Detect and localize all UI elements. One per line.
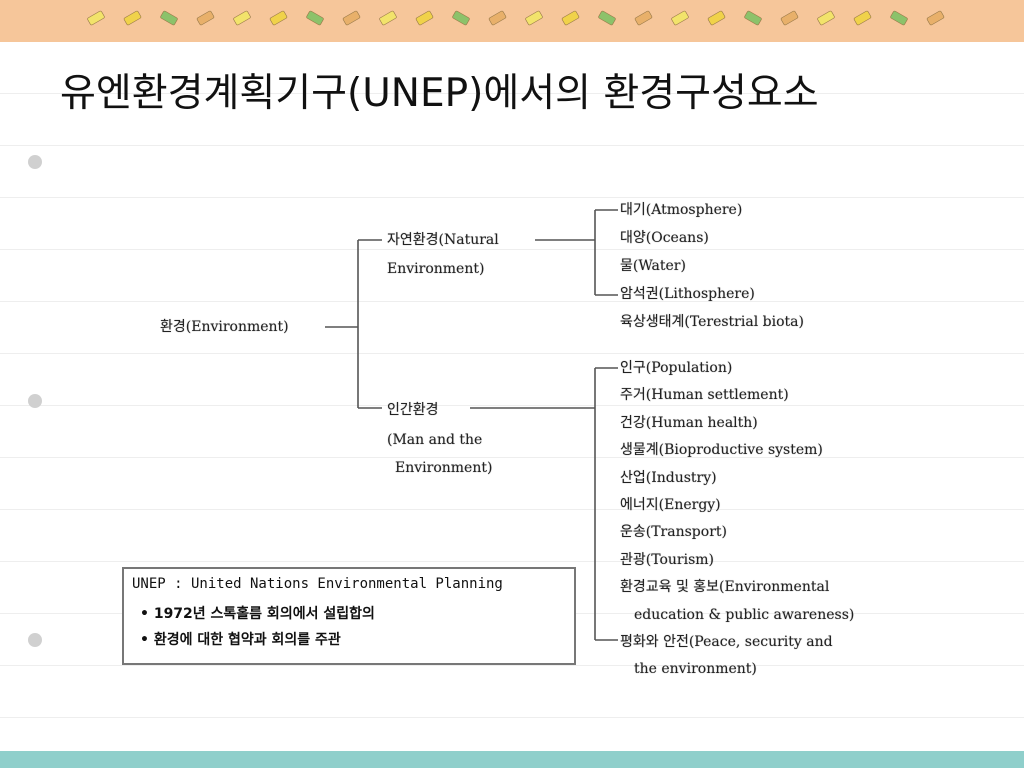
diagram-child-node: 대양(Oceans) bbox=[620, 230, 709, 246]
diagram-child-node: education & public awareness) bbox=[634, 606, 855, 623]
pencil-icon bbox=[817, 10, 835, 26]
eraser-icon bbox=[342, 10, 361, 26]
note-line: • 환경에 대한 협약과 회의를 주관 bbox=[140, 632, 341, 648]
bullet-dot bbox=[28, 633, 42, 647]
bullet-dot bbox=[28, 394, 42, 408]
node-natural-line2: Environment) bbox=[387, 261, 485, 277]
node-human-line1: 인간환경 bbox=[387, 402, 439, 418]
diagram-child-node: 주거(Human settlement) bbox=[620, 387, 789, 404]
pencil-icon bbox=[890, 10, 908, 26]
note-heading: UNEP : United Nations Environmental Plan… bbox=[132, 576, 503, 592]
eraser-icon bbox=[488, 10, 507, 26]
pencil-icon bbox=[452, 10, 470, 26]
bullet-dot bbox=[28, 155, 42, 169]
slide-title: 유엔환경계획기구(UNEP)에서의 환경구성요소 bbox=[60, 71, 819, 116]
pencil-icon bbox=[160, 10, 178, 26]
top-decoration-band bbox=[0, 0, 1024, 42]
diagram-child-node: 인구(Population) bbox=[620, 360, 733, 376]
pencil-icon bbox=[233, 10, 251, 26]
diagram-child-node: 물(Water) bbox=[620, 258, 686, 274]
diagram-child-node: 에너지(Energy) bbox=[620, 497, 721, 513]
node-natural-line1: 자연환경(Natural bbox=[387, 232, 499, 248]
node-human-line2: (Man and the bbox=[387, 432, 483, 448]
bottom-decoration-band bbox=[0, 751, 1024, 768]
node-root: 환경(Environment) bbox=[160, 319, 289, 335]
eraser-icon bbox=[561, 10, 580, 26]
eraser-icon bbox=[269, 10, 288, 26]
diagram-child-node: 환경교육 및 홍보(Environmental bbox=[620, 579, 830, 596]
diagram-child-node: 관광(Tourism) bbox=[620, 551, 715, 568]
pencil-row-icons bbox=[87, 10, 945, 26]
pencil-icon bbox=[671, 10, 689, 26]
note-line: • 1972년 스톡홀름 회의에서 설립합의 bbox=[140, 606, 375, 622]
eraser-icon bbox=[707, 10, 726, 26]
eraser-icon bbox=[634, 10, 653, 26]
eraser-icon bbox=[415, 10, 434, 26]
diagram-child-node: 산업(Industry) bbox=[620, 469, 717, 486]
diagram-child-node: 대기(Atmosphere) bbox=[620, 202, 743, 218]
diagram-child-node: 생물계(Bioproductive system) bbox=[620, 442, 823, 459]
pencil-icon bbox=[306, 10, 324, 26]
eraser-icon bbox=[780, 10, 799, 26]
pencil-icon bbox=[525, 10, 543, 26]
eraser-icon bbox=[853, 10, 872, 26]
diagram-child-node: 건강(Human health) bbox=[620, 414, 758, 431]
pencil-icon bbox=[379, 10, 397, 26]
pencil-icon bbox=[598, 10, 616, 26]
eraser-icon bbox=[926, 10, 945, 26]
diagram-child-node: 평화와 안전(Peace, security and bbox=[620, 634, 833, 650]
eraser-icon bbox=[123, 10, 142, 26]
diagram-child-node: the environment) bbox=[634, 661, 757, 678]
pencil-icon bbox=[87, 10, 105, 26]
node-human-line3: Environment) bbox=[395, 460, 493, 476]
eraser-icon bbox=[196, 10, 215, 26]
diagram-child-node: 운송(Transport) bbox=[620, 524, 727, 541]
unep-note-box: UNEP : United Nations Environmental Plan… bbox=[122, 567, 576, 665]
diagram-child-node: 암석권(Lithosphere) bbox=[620, 286, 755, 302]
diagram-child-node: 육상생태계(Terestrial biota) bbox=[620, 314, 804, 330]
pencil-icon bbox=[744, 10, 762, 26]
